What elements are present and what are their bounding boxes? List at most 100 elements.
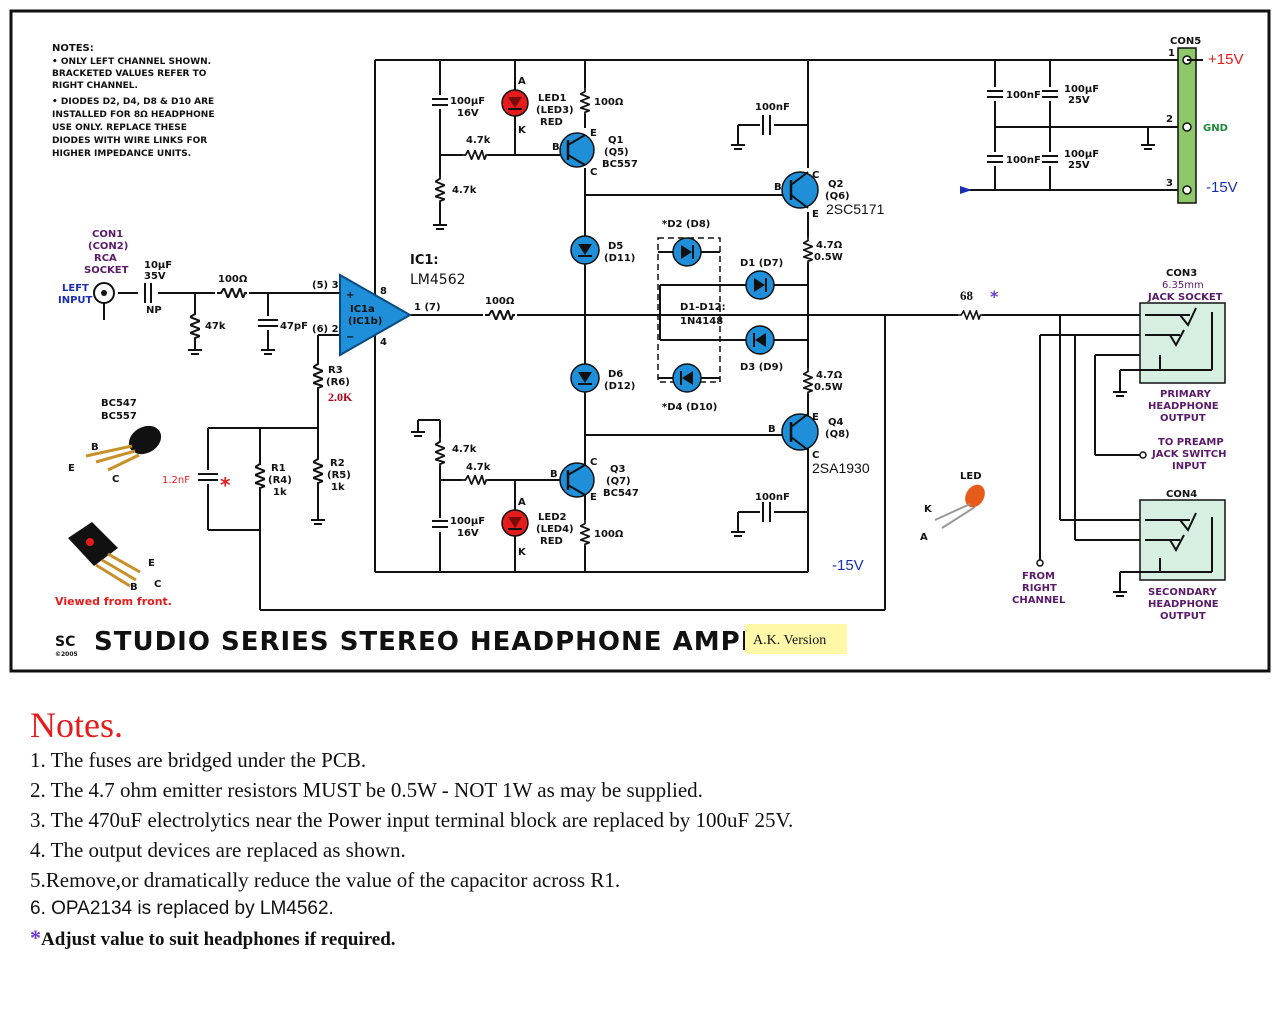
sc-logo: SC	[55, 634, 75, 650]
q4-part: 2SA1930	[812, 460, 870, 476]
pwr-pin-e: E	[148, 558, 155, 569]
q4-e: E	[812, 412, 819, 423]
diode-part: 1N4148	[680, 316, 723, 327]
note-line: USE ONLY. REPLACE THESE	[52, 123, 187, 133]
transistor-q3	[559, 462, 595, 498]
q2-c: C	[812, 170, 819, 181]
schematic-title: STUDIO SERIES STEREO HEADPHONE AMPLIFIER	[94, 627, 838, 657]
q2-e: E	[812, 209, 819, 220]
q4-label: Q4	[828, 417, 844, 428]
note-2: 2. The 4.7 ohm emitter resistors MUST be…	[30, 778, 703, 802]
r2-value: 1k	[331, 482, 345, 493]
top-led-resistor-value: 100Ω	[594, 97, 624, 108]
led3-label: (LED3)	[536, 105, 574, 116]
con5-label: CON5	[1170, 36, 1201, 47]
feedback-cap-value: 1.2nF	[162, 475, 190, 486]
pwr-pin-c: C	[154, 579, 161, 590]
pin-minus: (6) 2	[312, 324, 339, 335]
d1-label: D1 (D7)	[740, 258, 783, 269]
socket-label: SOCKET	[84, 265, 129, 276]
cap-bot-value: 100nF	[755, 492, 790, 503]
opamp: + − IC1a (IC1b) IC1: LM4562 (5) 3 (6) 2 …	[312, 253, 466, 357]
star-icon: *	[30, 925, 41, 950]
bc-pin-e: E	[68, 463, 75, 474]
left-label: LEFT	[62, 283, 89, 294]
bottom-bias-resistor-value: 4.7k	[452, 444, 477, 455]
pin2-label: 2	[1166, 114, 1173, 125]
pin3-label: 3	[1166, 178, 1173, 189]
pin-out: 1 (7)	[414, 302, 441, 313]
rca-socket: CON1 (CON2) RCA SOCKET LEFT INPUT	[58, 229, 129, 320]
power-transistor-pinout	[68, 522, 141, 588]
q3-b: B	[550, 469, 558, 480]
led-pinout	[934, 484, 985, 529]
bc557-label: BC557	[101, 411, 137, 422]
svg-text:−: −	[346, 332, 354, 343]
pin-plus: (5) 3	[312, 280, 339, 291]
led4-label: (LED4)	[536, 524, 574, 535]
jack-con4	[1139, 499, 1226, 581]
terminal-block-con5	[1177, 47, 1197, 204]
note-line: DIODES WITH WIRE LINKS FOR	[52, 136, 207, 146]
shunt-cap-value: 47pF	[280, 321, 308, 332]
notes-heading: NOTES:	[52, 43, 94, 54]
pwr-pin-b: B	[130, 582, 138, 593]
r3-label: R3	[328, 365, 343, 376]
q1-b: B	[552, 142, 560, 153]
schematic-notes: NOTES: • ONLY LEFT CHANNEL SHOWN. BRACKE…	[52, 43, 214, 159]
note-5: 5.Remove,or dramatically reduce the valu…	[30, 868, 621, 892]
input-label: INPUT	[58, 295, 93, 306]
con4-label: CON4	[1166, 489, 1197, 500]
q3-label: Q3	[610, 464, 626, 475]
bc-pin-b: B	[91, 442, 99, 453]
q6-label: (Q6)	[825, 191, 850, 202]
note-6: 6. OPA2134 is replaced by LM4562.	[30, 898, 334, 919]
re-bot-value: 4.7Ω	[816, 370, 843, 381]
pwr-c2-value: 100μF	[1064, 84, 1099, 95]
q3-part: BC547	[603, 488, 639, 499]
r1-label: R1	[271, 463, 286, 474]
to-preamp-label: TO PREAMP	[1158, 437, 1224, 448]
r2-label: R2	[330, 458, 345, 469]
q3-c: C	[590, 457, 597, 468]
led-pinout-label: LED	[960, 471, 982, 482]
plus-rail-label: +15V	[1208, 51, 1243, 68]
wires	[118, 59, 1180, 611]
d12-label: (D12)	[604, 381, 635, 392]
secondary-label: SECONDARY	[1148, 587, 1217, 598]
version-box	[745, 624, 847, 654]
bottom-base-resistor-value: 4.7k	[466, 462, 491, 473]
jack-switch-label: JACK SWITCH	[1151, 449, 1227, 460]
primary-headphone-label: HEADPHONE	[1148, 401, 1219, 412]
jack-socket-label: JACK SOCKET	[1147, 292, 1223, 303]
led2-label: LED2	[538, 512, 567, 523]
secondary-headphone-label: HEADPHONE	[1148, 599, 1219, 610]
neg-rail-label: -15V	[832, 557, 864, 574]
q3-e: E	[590, 492, 597, 503]
svg-text:+: +	[346, 290, 354, 301]
note-line: HIGHER IMPEDANCE UNITS.	[52, 149, 191, 159]
opamp-body-b: (IC1b)	[348, 316, 382, 327]
con1-label: CON1	[92, 229, 123, 240]
diode-d6	[570, 363, 600, 393]
q4-c: C	[812, 450, 819, 461]
con3-label: CON3	[1166, 268, 1197, 279]
re-top-watt: 0.5W	[814, 252, 843, 263]
r1-value: 1k	[273, 487, 287, 498]
note-line: RIGHT CHANNEL.	[52, 81, 138, 91]
led1-label: LED1	[538, 93, 567, 104]
gnd-label: GND	[1203, 123, 1228, 134]
q1-e: E	[590, 128, 597, 139]
cap-top-value: 100nF	[755, 102, 790, 113]
led2	[501, 509, 529, 537]
re-top-value: 4.7Ω	[816, 240, 843, 251]
note-star: *Adjust value to suit headphones if requ…	[30, 925, 396, 951]
cap-voltage: 35V	[144, 271, 166, 282]
q2-b: B	[774, 182, 782, 193]
primary-label: PRIMARY	[1160, 389, 1212, 400]
led1-k: K	[518, 125, 527, 136]
bottom-led-resistor-value: 100Ω	[594, 529, 624, 540]
feedback-cap-mark: *	[220, 473, 231, 497]
r2b-label: (R5)	[327, 470, 351, 481]
con2-label: (CON2)	[88, 241, 128, 252]
